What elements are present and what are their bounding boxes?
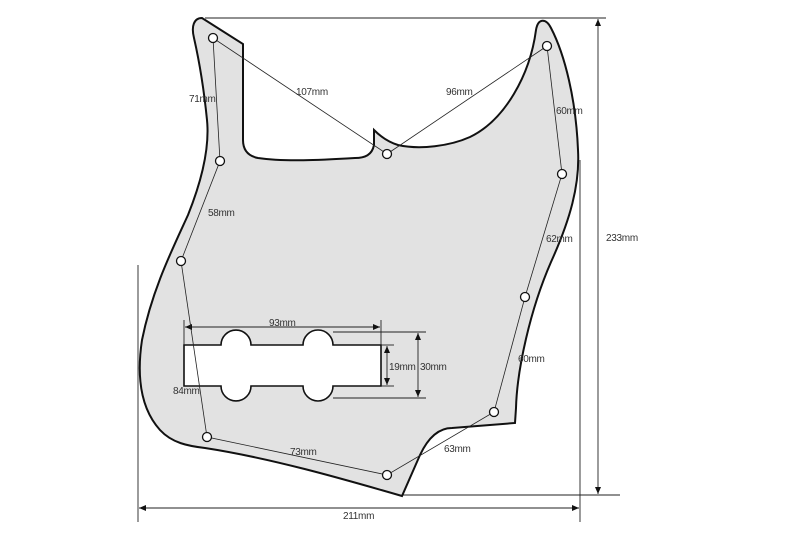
label-width-211mm: 211mm xyxy=(343,511,374,522)
label-107mm: 107mm xyxy=(296,87,328,98)
screw-hole xyxy=(381,148,393,160)
screw-hole xyxy=(519,291,531,303)
label-63mm: 63mm xyxy=(444,444,471,455)
screw-holes xyxy=(175,32,568,481)
label-height-233mm: 233mm xyxy=(606,233,638,244)
screw-hole xyxy=(175,255,187,267)
screw-hole xyxy=(488,406,500,418)
label-71mm: 71mm xyxy=(189,94,216,105)
screw-hole xyxy=(201,431,213,443)
screw-hole xyxy=(207,32,219,44)
overall-dimensions xyxy=(137,17,620,522)
label-96mm: 96mm xyxy=(446,87,473,98)
screw-hole xyxy=(541,40,553,52)
dimension-labels: 107mm 96mm 71mm 60mm 58mm 62mm 93mm 19mm… xyxy=(173,87,638,522)
label-19mm: 19mm xyxy=(389,362,416,373)
label-58mm: 58mm xyxy=(208,208,235,219)
label-60mm-top: 60mm xyxy=(556,106,583,117)
label-84mm: 84mm xyxy=(173,386,200,397)
screw-hole xyxy=(556,168,568,180)
cavity-dimensions xyxy=(183,320,426,399)
label-30mm: 30mm xyxy=(420,362,447,373)
label-73mm: 73mm xyxy=(290,447,317,458)
label-93mm: 93mm xyxy=(269,318,296,329)
label-60mm-bottom: 60mm xyxy=(518,354,545,365)
label-62mm: 62mm xyxy=(546,234,573,245)
screw-hole xyxy=(381,469,393,481)
screw-hole xyxy=(214,155,226,167)
